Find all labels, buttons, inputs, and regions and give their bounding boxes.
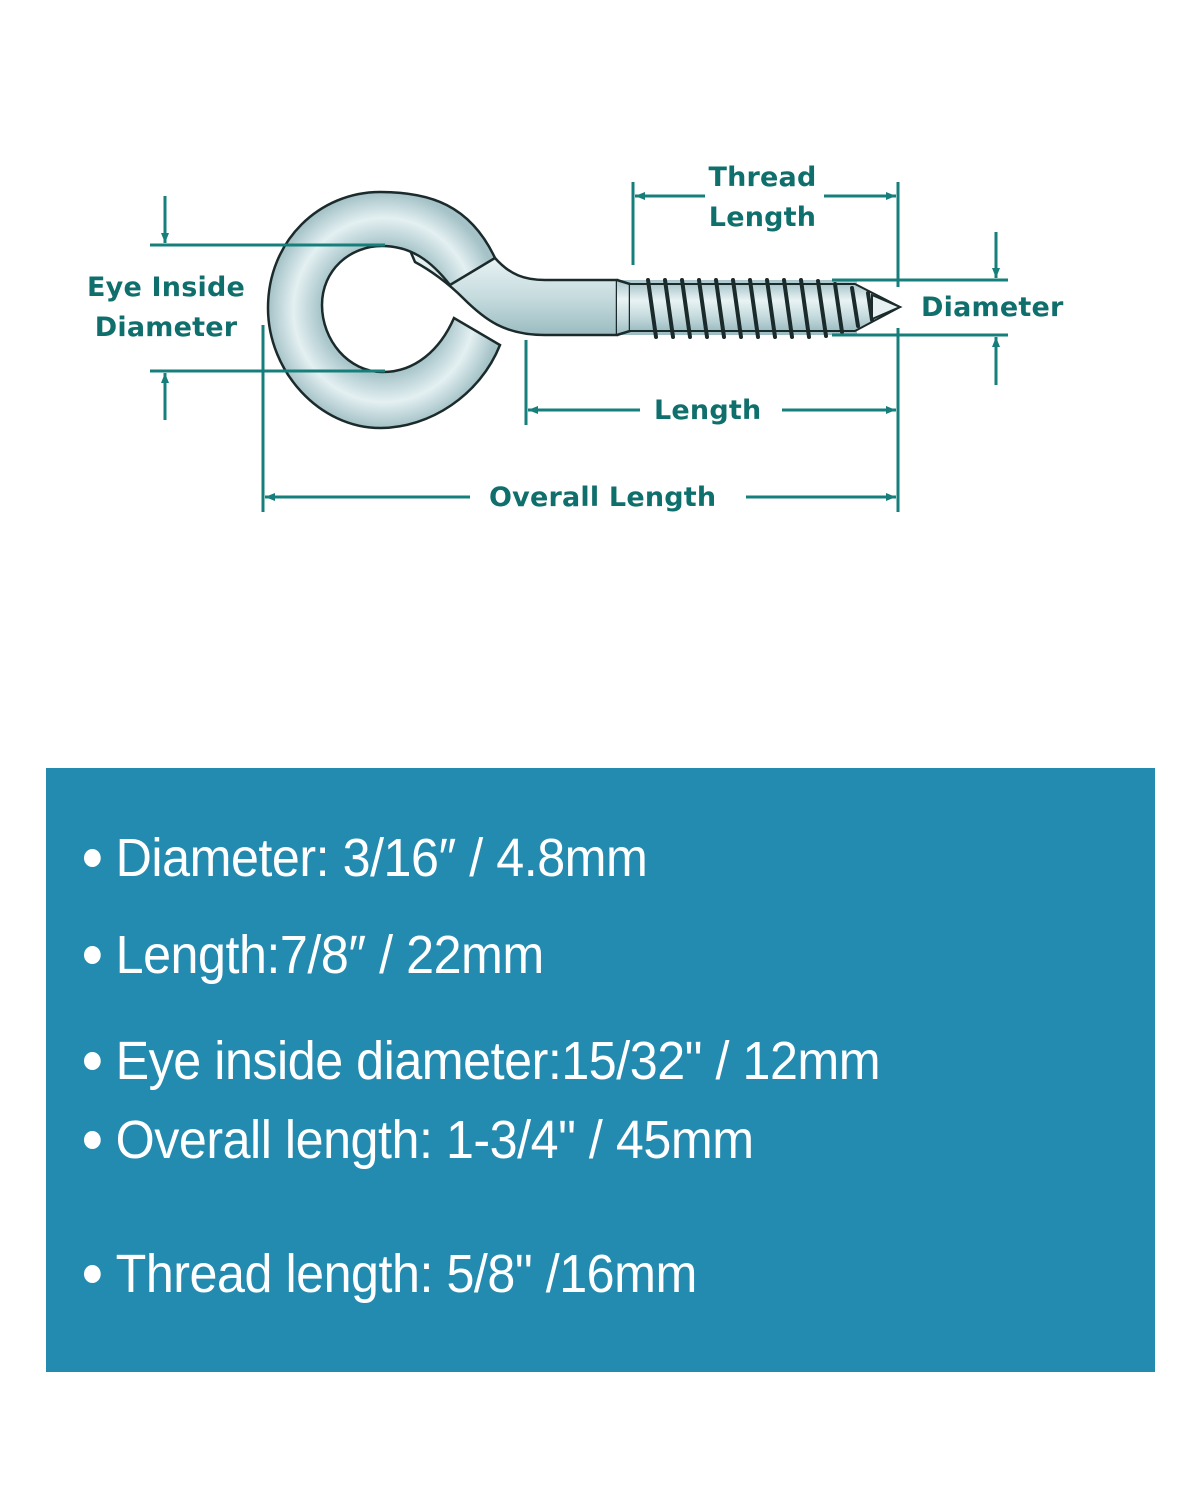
eye-inside-diameter-label: Eye Inside Diameter [76, 268, 256, 348]
spec-item-eye-inside-diameter: Eye inside diameter:15/32" / 12mm [84, 1021, 881, 1101]
eye-inside-diameter-label-line2: Diameter [94, 312, 238, 343]
bullet-icon [84, 849, 101, 867]
spec-item-overall-length: Overall length: 1-3/4" / 45mm [84, 1100, 754, 1180]
diameter-label: Diameter [921, 292, 1064, 323]
eye-screw-body [266, 190, 903, 430]
eye-screw-dimension-diagram: Thread Length Eye Inside Diameter Diamet… [0, 0, 1200, 620]
spec-text: Overall length: 1-3/4" / 45mm [115, 1110, 754, 1170]
thread-length-label-line2: Length [708, 202, 817, 233]
spec-text: Eye inside diameter:15/32" / 12mm [115, 1031, 881, 1091]
bullet-icon [84, 1265, 101, 1283]
spec-item-thread-length: Thread length: 5/8" /16mm [84, 1234, 697, 1314]
spec-text: Diameter: 3/16″ / 4.8mm [115, 828, 648, 888]
specifications-panel: Diameter: 3/16″ / 4.8mm Length:7/8″ / 22… [46, 768, 1155, 1372]
length-label: Length [654, 395, 762, 426]
eye-screw-illustration [150, 182, 1008, 512]
spec-item-length: Length:7/8″ / 22mm [84, 915, 544, 995]
dimension-lines [150, 182, 1008, 512]
spec-text: Thread length: 5/8" /16mm [115, 1244, 698, 1304]
bullet-icon [84, 1131, 101, 1149]
eye-inside-diameter-label-line1: Eye Inside [87, 272, 245, 303]
spec-item-diameter: Diameter: 3/16″ / 4.8mm [84, 818, 648, 898]
overall-length-label: Overall Length [489, 482, 717, 513]
thread-length-label: Thread Length [700, 158, 825, 238]
bullet-icon [84, 1052, 101, 1070]
bullet-icon [84, 946, 101, 964]
thread-length-label-line1: Thread [708, 162, 817, 193]
spec-text: Length:7/8″ / 22mm [115, 925, 545, 985]
